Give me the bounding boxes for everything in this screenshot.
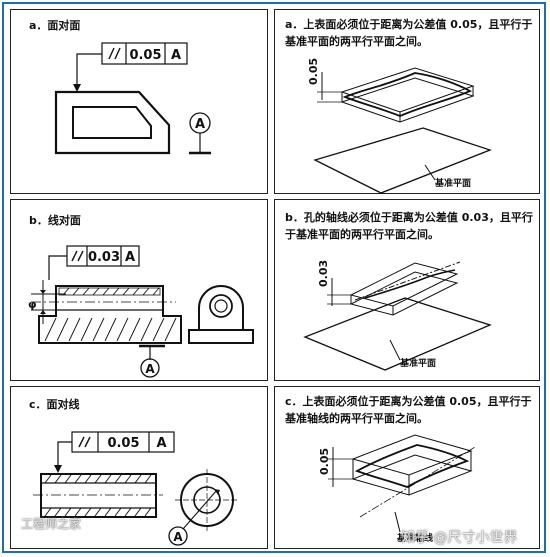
panel-c-left: c．面对线 0.05 A <box>10 386 268 549</box>
panel-a-note: 基准平面 <box>434 177 471 189</box>
watermark-left: 工程师之家 <box>21 517 82 531</box>
panel-b-frame-tol: 0.03 <box>88 250 120 265</box>
panel-b-left: b．线对面 0.03 A φ <box>10 199 268 381</box>
panel-c-datum: A <box>173 530 183 544</box>
panel-b-label: b．线对面 <box>29 214 81 227</box>
panel-c-drawing: 0.05 A <box>33 431 239 546</box>
panel-b-right: b．孔的轴线必须位于距离为公差值 0.03，且平行于基准平面的两平行平面之间。 … <box>274 199 540 381</box>
watermark-right: 知乎 @尺寸小世界 <box>401 530 518 546</box>
panel-b-description: b．孔的轴线必须位于距离为公差值 0.03，且平行于基准平面的两平行平面之间。 <box>285 211 533 241</box>
panel-c-note: 基准轴线 <box>396 532 433 544</box>
outer-frame: a．面对面 0.05 A A a．上表面必须位于距离为公差值 0.05，且平行于… <box>2 2 546 553</box>
panel-a-drawing: 0.05 A A <box>54 42 211 155</box>
panel-c-description: c．上表面必须位于距离为公差值 0.05，且平行于基准轴线的两平行平面之间。 <box>285 395 532 425</box>
panel-a-right: a．上表面必须位于距离为公差值 0.05，且平行于基准平面的两平行平面之间。 0… <box>274 9 540 194</box>
panel-b-drawing: 0.03 A φ <box>28 245 254 378</box>
panel-a-frame-tol: 0.05 <box>129 48 161 63</box>
panel-b-dia-symbol: φ <box>28 298 37 311</box>
panel-a-tolerance-zone: 0.05 基准平面 <box>307 58 492 194</box>
panel-a-description: a．上表面必须位于距离为公差值 0.05，且平行于基准平面的两平行平面之间。 <box>285 18 533 48</box>
panel-a-frame-datum: A <box>171 48 181 63</box>
panel-c-frame-datum: A <box>156 436 166 451</box>
panel-b-note: 基准平面 <box>399 357 436 369</box>
panel-a-left: a．面对面 0.05 A A <box>10 9 268 194</box>
panel-a-datum: A <box>195 117 205 132</box>
panel-b-frame-datum: A <box>125 250 135 265</box>
panel-b-zone-tol: 0.03 <box>317 260 330 287</box>
panel-a-zone-tol: 0.05 <box>307 58 320 85</box>
panel-c-label: c．面对线 <box>29 398 80 411</box>
panel-b-datum: A <box>145 362 155 376</box>
panel-c-right: c．上表面必须位于距离为公差值 0.05，且平行于基准轴线的两平行平面之间。 0… <box>274 386 540 549</box>
panel-c-tolerance-zone: 0.05 基准轴线 <box>318 434 476 544</box>
panel-c-frame-tol: 0.05 <box>107 436 139 451</box>
panel-a-label: a．面对面 <box>29 19 81 32</box>
panel-c-zone-tol: 0.05 <box>318 448 331 475</box>
panel-b-tolerance-zone: 0.03 基准平面 <box>303 260 492 371</box>
